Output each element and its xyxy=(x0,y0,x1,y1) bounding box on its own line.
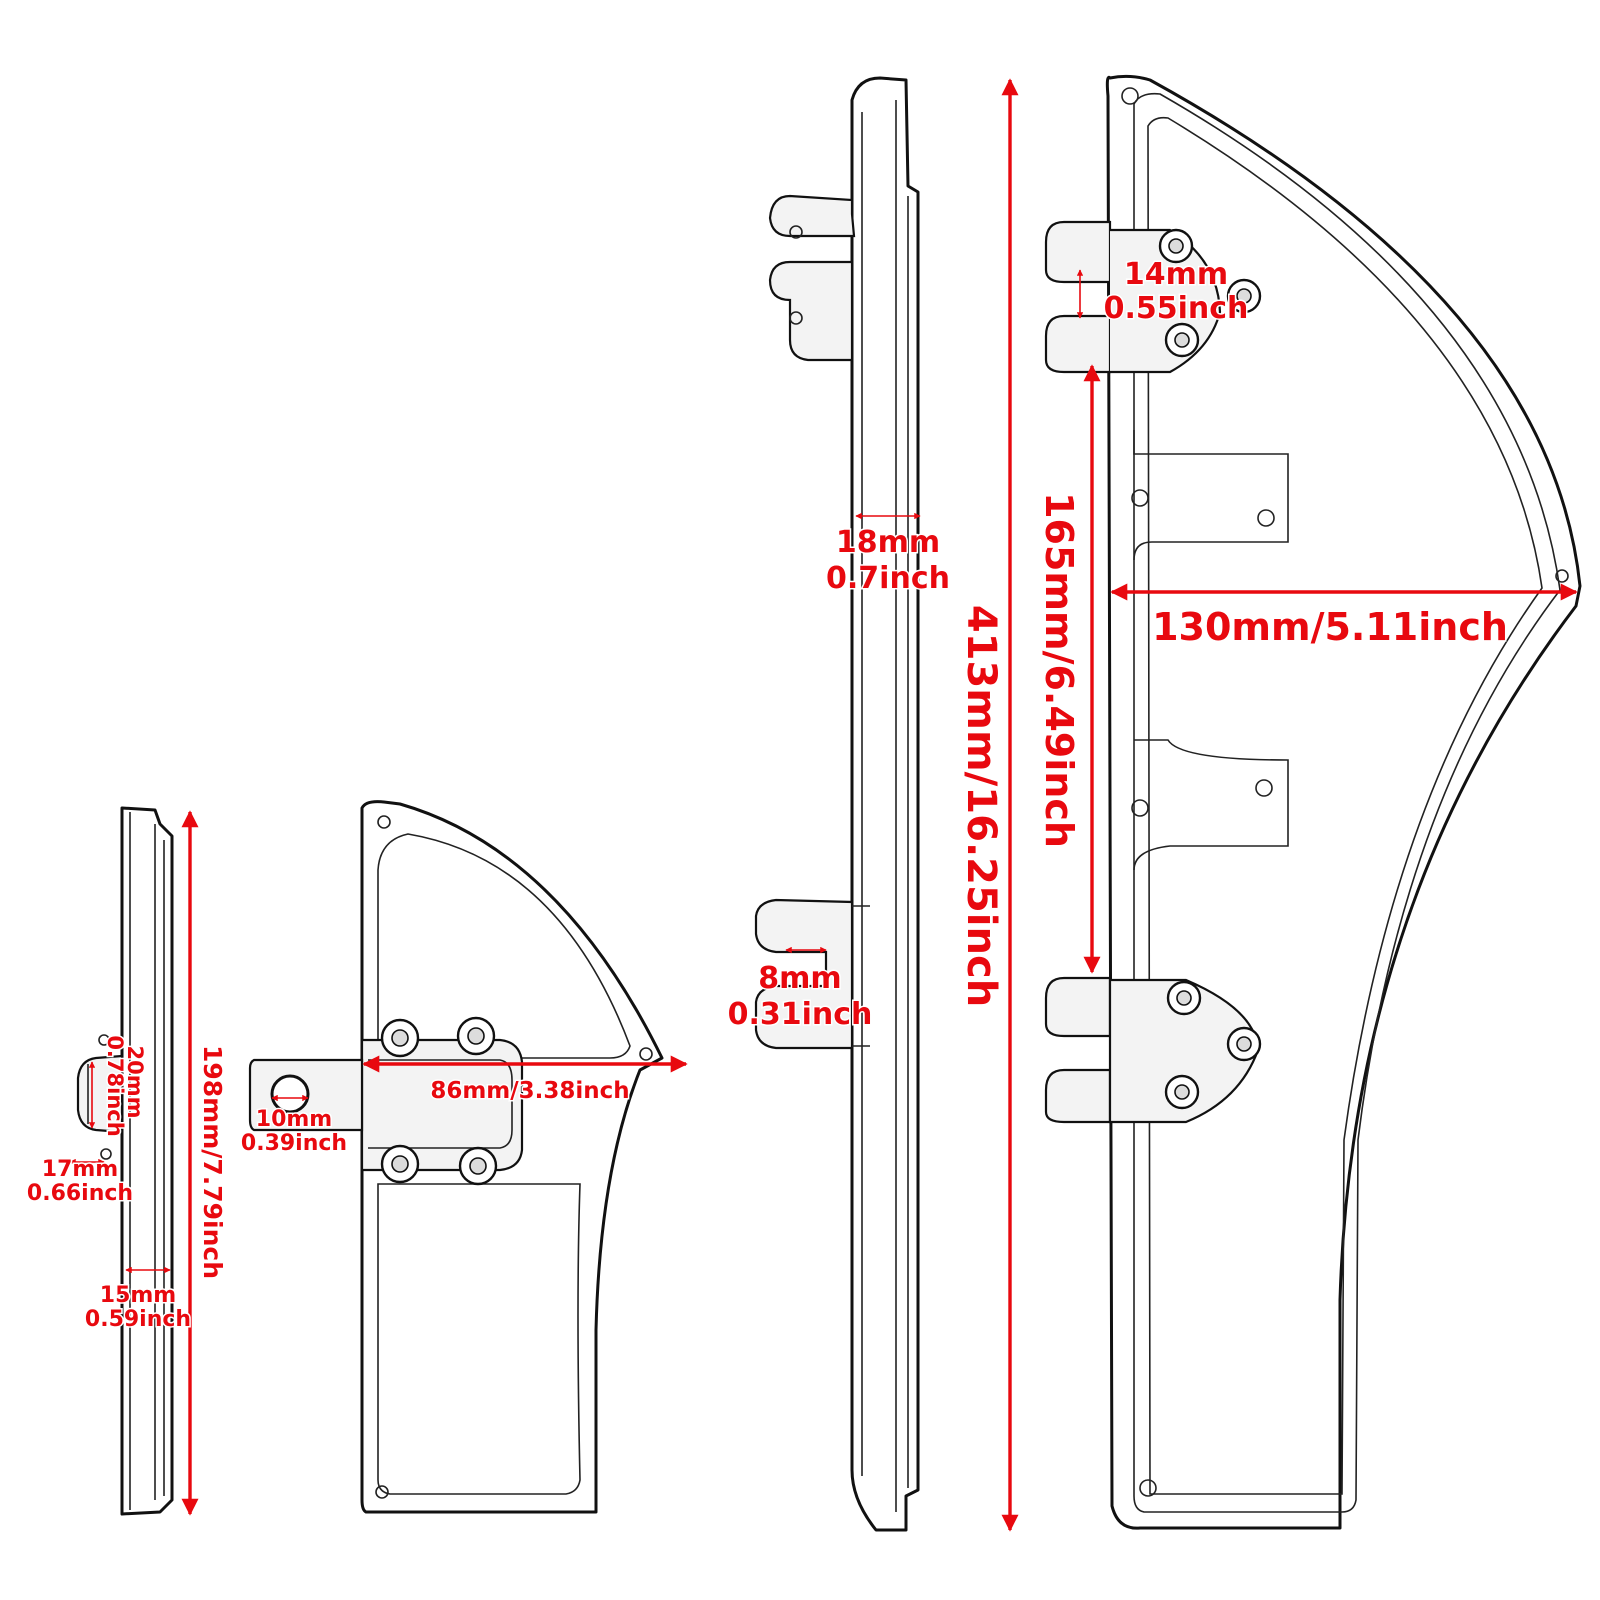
large-side-gap-mm-label: 8mm xyxy=(758,961,841,996)
small-side-depth-mm-label: 17mm xyxy=(42,1157,118,1182)
large-side-thickness-in-label: 0.7inch xyxy=(826,561,950,596)
large-clamp-gap-mm-label: 14mm xyxy=(1124,257,1228,292)
small-front-width-label: 86mm/3.38inch xyxy=(430,1078,629,1104)
large-side-thickness-mm-label: 18mm xyxy=(836,525,940,560)
small-side-bracket-in-label: 0.78inch xyxy=(103,1035,127,1136)
small-side-thickness-in-label: 0.59inch xyxy=(85,1307,191,1332)
dimension-labels: 198mm/7.79inch 20mm 0.78inch 17mm 0.66in… xyxy=(25,256,1509,1334)
small-side-bracket-mm-label: 20mm xyxy=(123,1046,147,1119)
small-front-hole-in-label: 0.39inch xyxy=(241,1131,347,1156)
large-total-length-label: 413mm/16.25inch xyxy=(958,605,1004,1007)
small-front-hole-mm-label: 10mm xyxy=(256,1107,332,1132)
long-board-side-view xyxy=(754,76,920,1532)
large-clamp-gap-in-label: 0.55inch xyxy=(1104,291,1249,326)
large-mount-spacing-label: 165mm/6.49inch xyxy=(1037,492,1081,848)
small-side-thickness-mm-label: 15mm xyxy=(100,1283,176,1308)
narrow-board-side-view xyxy=(76,806,174,1516)
small-side-height-label: 198mm/7.79inch xyxy=(198,1045,227,1279)
narrow-board-front-view xyxy=(248,800,664,1514)
large-width-label: 130mm/5.11inch xyxy=(1152,605,1508,649)
small-side-depth-in-label: 0.66inch xyxy=(27,1181,133,1206)
long-board-front-view xyxy=(1044,74,1582,1530)
large-side-gap-in-label: 0.31inch xyxy=(728,997,873,1032)
dimension-lines xyxy=(69,78,1578,1532)
